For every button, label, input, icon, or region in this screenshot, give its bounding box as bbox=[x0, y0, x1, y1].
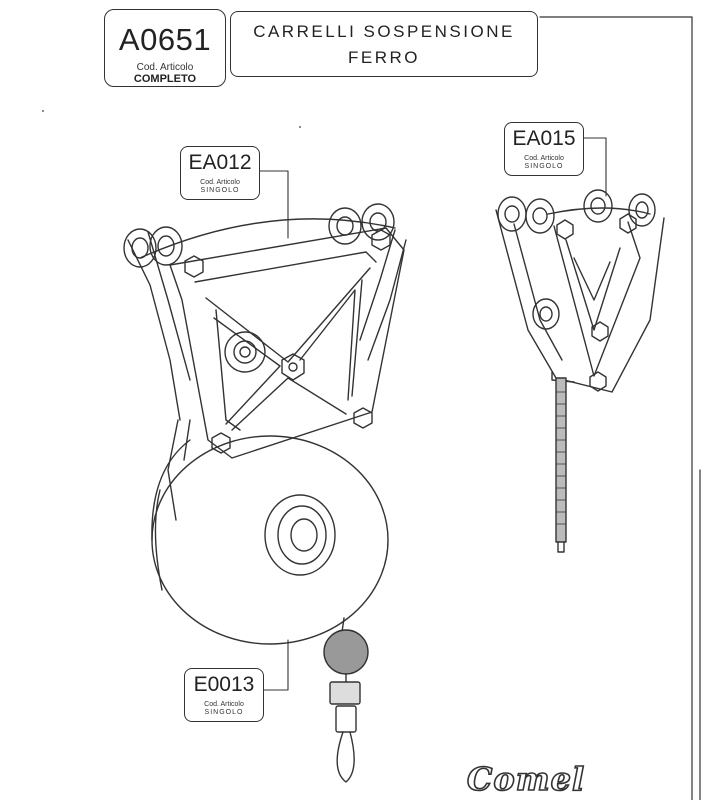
part-type: SINGOLO bbox=[200, 187, 240, 194]
leader-lines bbox=[257, 137, 607, 691]
trolley-ea015-drawing bbox=[495, 189, 665, 553]
comel-logo: Comel bbox=[466, 760, 586, 798]
part-code: E0013 bbox=[193, 673, 255, 696]
part-type: SINGOLO bbox=[524, 163, 564, 170]
part-code: EA015 bbox=[512, 127, 576, 150]
trolley-ea012-drawing bbox=[123, 203, 407, 521]
part-type: SINGOLO bbox=[204, 709, 244, 716]
part-caption: Cod. Articolo bbox=[524, 155, 564, 162]
main-code-type: COMPLETO bbox=[133, 73, 197, 85]
part-box-e0013: E0013 Cod. Articolo SINGOLO bbox=[184, 668, 264, 722]
title-line-1: CARRELLI SOSPENSIONE bbox=[253, 22, 515, 41]
main-code: A0651 bbox=[118, 22, 212, 57]
stray-mark bbox=[42, 110, 44, 112]
part-box-ea012: EA012 Cod. Articolo SINGOLO bbox=[180, 146, 260, 200]
stray-mark bbox=[299, 126, 301, 128]
part-caption: Cod. Articolo bbox=[200, 179, 240, 186]
part-code: EA012 bbox=[188, 151, 252, 174]
main-code-caption: Cod. Articolo bbox=[136, 62, 194, 73]
title-line-2: FERRO bbox=[348, 48, 420, 67]
reel-e0013-drawing bbox=[151, 435, 389, 783]
page-frame bbox=[539, 16, 701, 800]
main-code-box: A0651 Cod. Articolo COMPLETO bbox=[104, 9, 226, 87]
part-caption: Cod. Articolo bbox=[204, 701, 244, 708]
part-box-ea015: EA015 Cod. Articolo SINGOLO bbox=[504, 122, 584, 176]
title-box: CARRELLI SOSPENSIONE FERRO bbox=[230, 11, 538, 77]
